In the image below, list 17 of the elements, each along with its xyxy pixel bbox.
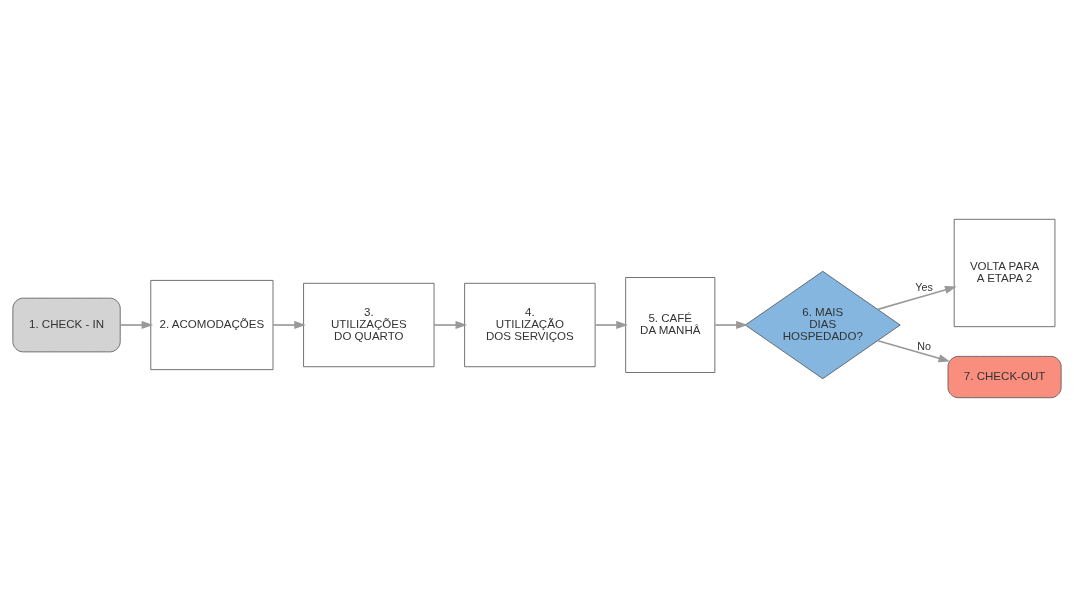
arrow (714, 320, 748, 329)
node-box: VOLTA PARA A ETAPA 2 (953, 218, 1056, 327)
node-box: 7. CHECK-OUT (947, 355, 1062, 398)
arrow (433, 320, 468, 329)
node-box: 2. ACOMODAÇÕES (150, 279, 274, 370)
arrow (877, 285, 957, 310)
arrow (119, 320, 154, 329)
node-box: 4. UTILIZAÇÃO DOS SERVIÇOS (464, 282, 596, 367)
arrow (594, 320, 628, 329)
arrow (272, 320, 306, 329)
node-diamond: 6. MAIS DIAS HOSPEDADO? (744, 270, 901, 379)
edge-label: No (917, 339, 931, 352)
edge-label: Yes (915, 280, 933, 293)
node-box: 3. UTILIZAÇÕES DO QUARTO (303, 282, 435, 367)
node-box: 1. CHECK - IN (12, 297, 121, 352)
arrow (877, 339, 951, 362)
node-box: 5. CAFÉ DA MANHÂ (625, 276, 716, 373)
